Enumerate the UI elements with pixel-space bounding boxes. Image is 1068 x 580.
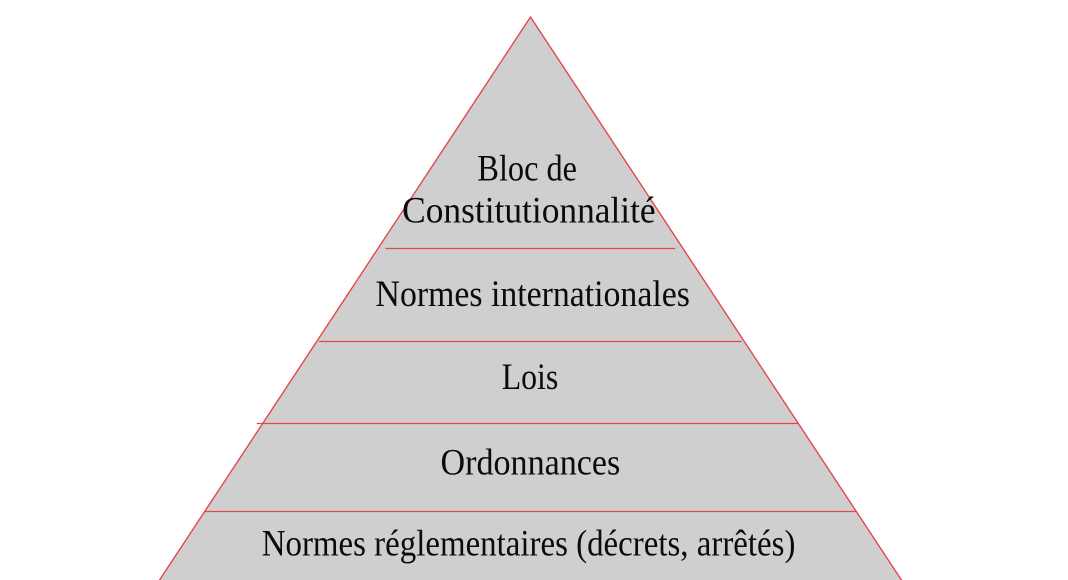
svg-text:Normes réglementaires (décrets: Normes réglementaires (décrets, arrêtés) (262, 524, 796, 565)
svg-text:Ordonnances: Ordonnances (441, 443, 621, 484)
svg-text:Constitutionnalité: Constitutionnalité (402, 190, 656, 231)
svg-text:Bloc de: Bloc de (477, 148, 577, 189)
svg-text:Normes internationales: Normes internationales (376, 274, 690, 315)
svg-text:Lois: Lois (502, 357, 559, 398)
